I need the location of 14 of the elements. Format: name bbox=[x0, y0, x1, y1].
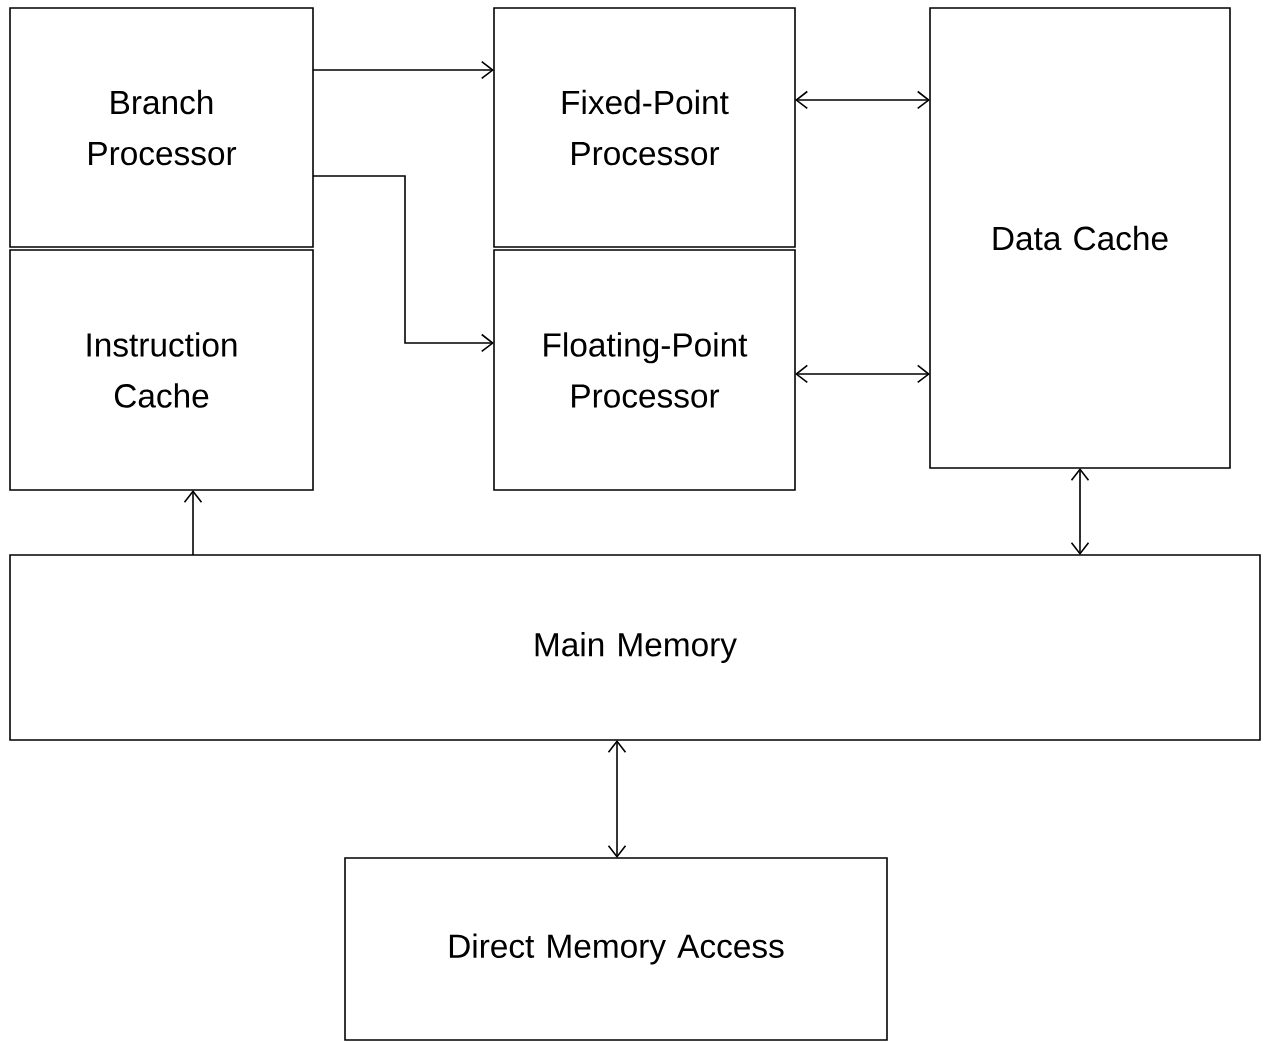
block-box: Fixed-Point Processor bbox=[493, 7, 796, 248]
arrow bbox=[795, 364, 930, 384]
block-box: Branch Processor bbox=[9, 7, 314, 248]
arrow bbox=[183, 490, 203, 556]
arrow bbox=[1070, 468, 1090, 555]
block-box: Main Memory bbox=[9, 554, 1261, 741]
block-box: Data Cache bbox=[929, 7, 1231, 469]
block-box: Instruction Cache bbox=[9, 249, 314, 491]
block-box: Direct Memory Access bbox=[344, 857, 888, 1041]
arrow bbox=[607, 740, 627, 858]
arrow bbox=[312, 175, 494, 353]
arrow bbox=[795, 90, 930, 110]
arrow bbox=[312, 60, 494, 80]
block-box: Floating-Point Processor bbox=[493, 249, 796, 491]
